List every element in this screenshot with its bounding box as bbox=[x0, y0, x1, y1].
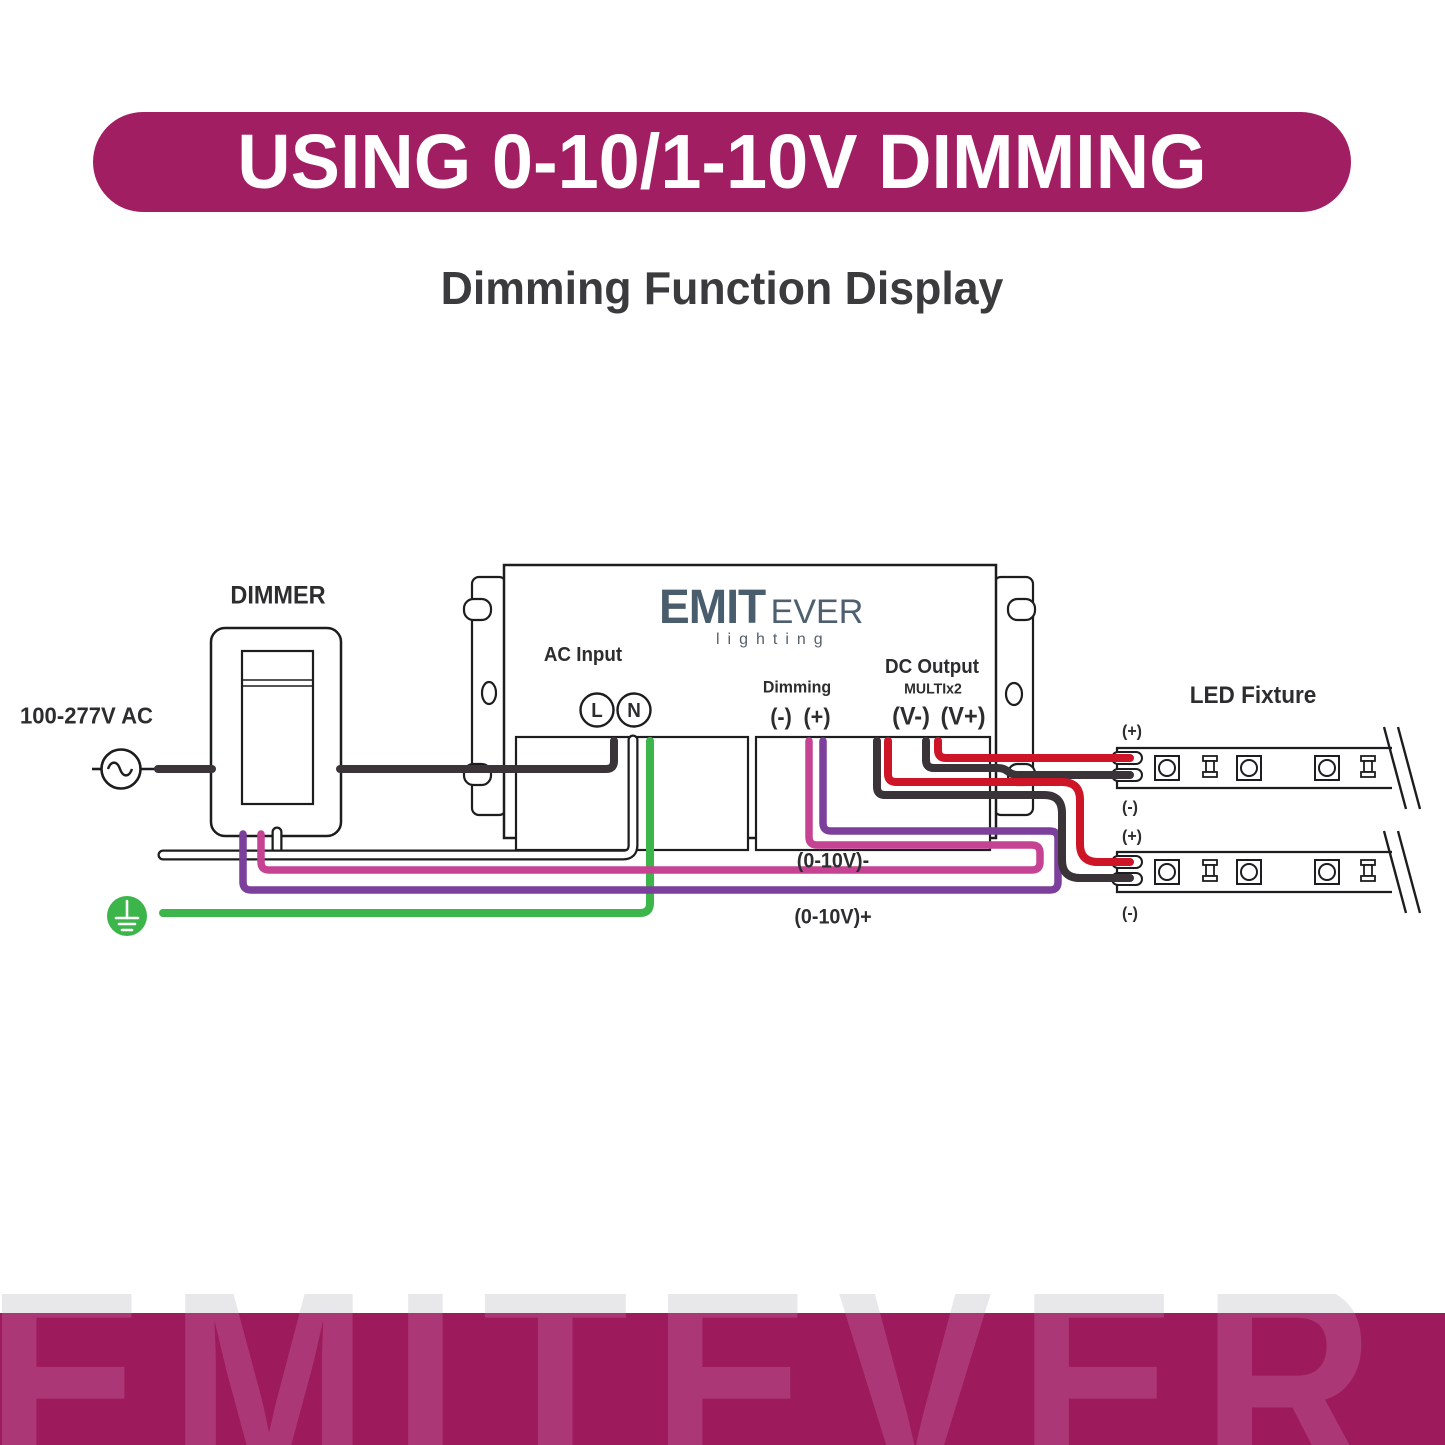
dimmer-paddle bbox=[240, 649, 315, 806]
strip2-plus-label: (+) bbox=[1122, 826, 1142, 846]
dim-plus-wire bbox=[239, 737, 1062, 894]
led-icon bbox=[1154, 755, 1340, 781]
line-wires bbox=[154, 737, 618, 773]
break-mark-icon bbox=[1382, 830, 1422, 914]
terminal-n-circle bbox=[616, 692, 652, 728]
dim-neg-label: (-) bbox=[770, 703, 792, 730]
v-pos-label: (V+) bbox=[940, 702, 986, 731]
dim-minus-wire bbox=[257, 737, 1044, 874]
ctrl-plus-label: (0-10V)+ bbox=[794, 905, 872, 929]
led-icon bbox=[1154, 859, 1340, 885]
dc-black-wire-1 bbox=[922, 737, 1134, 779]
page-subtitle: Dimming Function Display bbox=[440, 262, 1004, 314]
driver-left-bracket bbox=[462, 575, 508, 817]
dc-multi-label: MULTIx2 bbox=[904, 680, 962, 698]
led-strip-2 bbox=[1111, 830, 1422, 914]
terminal-l-circle bbox=[579, 692, 615, 728]
screw-hole-icon bbox=[480, 680, 498, 706]
resistor-icon bbox=[1202, 859, 1376, 882]
ground-wire bbox=[159, 737, 654, 917]
ac-voltage-label: 100-277V AC bbox=[20, 702, 153, 729]
resistor-icon bbox=[1202, 755, 1376, 778]
page-title: USING 0-10/1-10V DIMMING bbox=[237, 118, 1207, 205]
dimmer-switch bbox=[209, 626, 343, 838]
brand-logo-light: EVER bbox=[770, 593, 864, 631]
ac-input-label: AC Input bbox=[543, 644, 623, 666]
dc-red-wire-1 bbox=[934, 737, 1134, 762]
dc-red-wire-2 bbox=[884, 737, 1134, 866]
terminal-n-label: N bbox=[627, 700, 641, 722]
dimmer-label: DIMMER bbox=[230, 581, 326, 610]
dc-black-wire-2 bbox=[873, 737, 1134, 882]
dimming-label: Dimming bbox=[762, 677, 832, 697]
break-mark-icon bbox=[1382, 726, 1422, 810]
terminal-l-label: L bbox=[591, 700, 603, 722]
title-banner: USING 0-10/1-10V DIMMING bbox=[93, 112, 1351, 212]
led-strip-1 bbox=[1111, 726, 1422, 810]
v-neg-label: (V-) bbox=[892, 702, 930, 731]
brand-logo-bold: EMIT bbox=[659, 581, 766, 634]
led-fixture-label: LED Fixture bbox=[1189, 682, 1317, 709]
ctrl-minus-label: (0-10V)- bbox=[796, 849, 870, 873]
strip1-minus-label: (-) bbox=[1122, 797, 1138, 817]
ground-icon bbox=[107, 896, 147, 936]
dim-pos-label: (+) bbox=[803, 703, 831, 730]
neutral-wire bbox=[157, 734, 639, 861]
brand-logo-tagline: lighting bbox=[716, 631, 831, 648]
ac-source-icon bbox=[92, 748, 158, 790]
strip1-plus-label: (+) bbox=[1122, 721, 1142, 741]
dc-output-label: DC Output bbox=[885, 656, 979, 678]
strip2-minus-label: (-) bbox=[1122, 903, 1138, 923]
screw-hole-icon bbox=[1004, 681, 1024, 707]
